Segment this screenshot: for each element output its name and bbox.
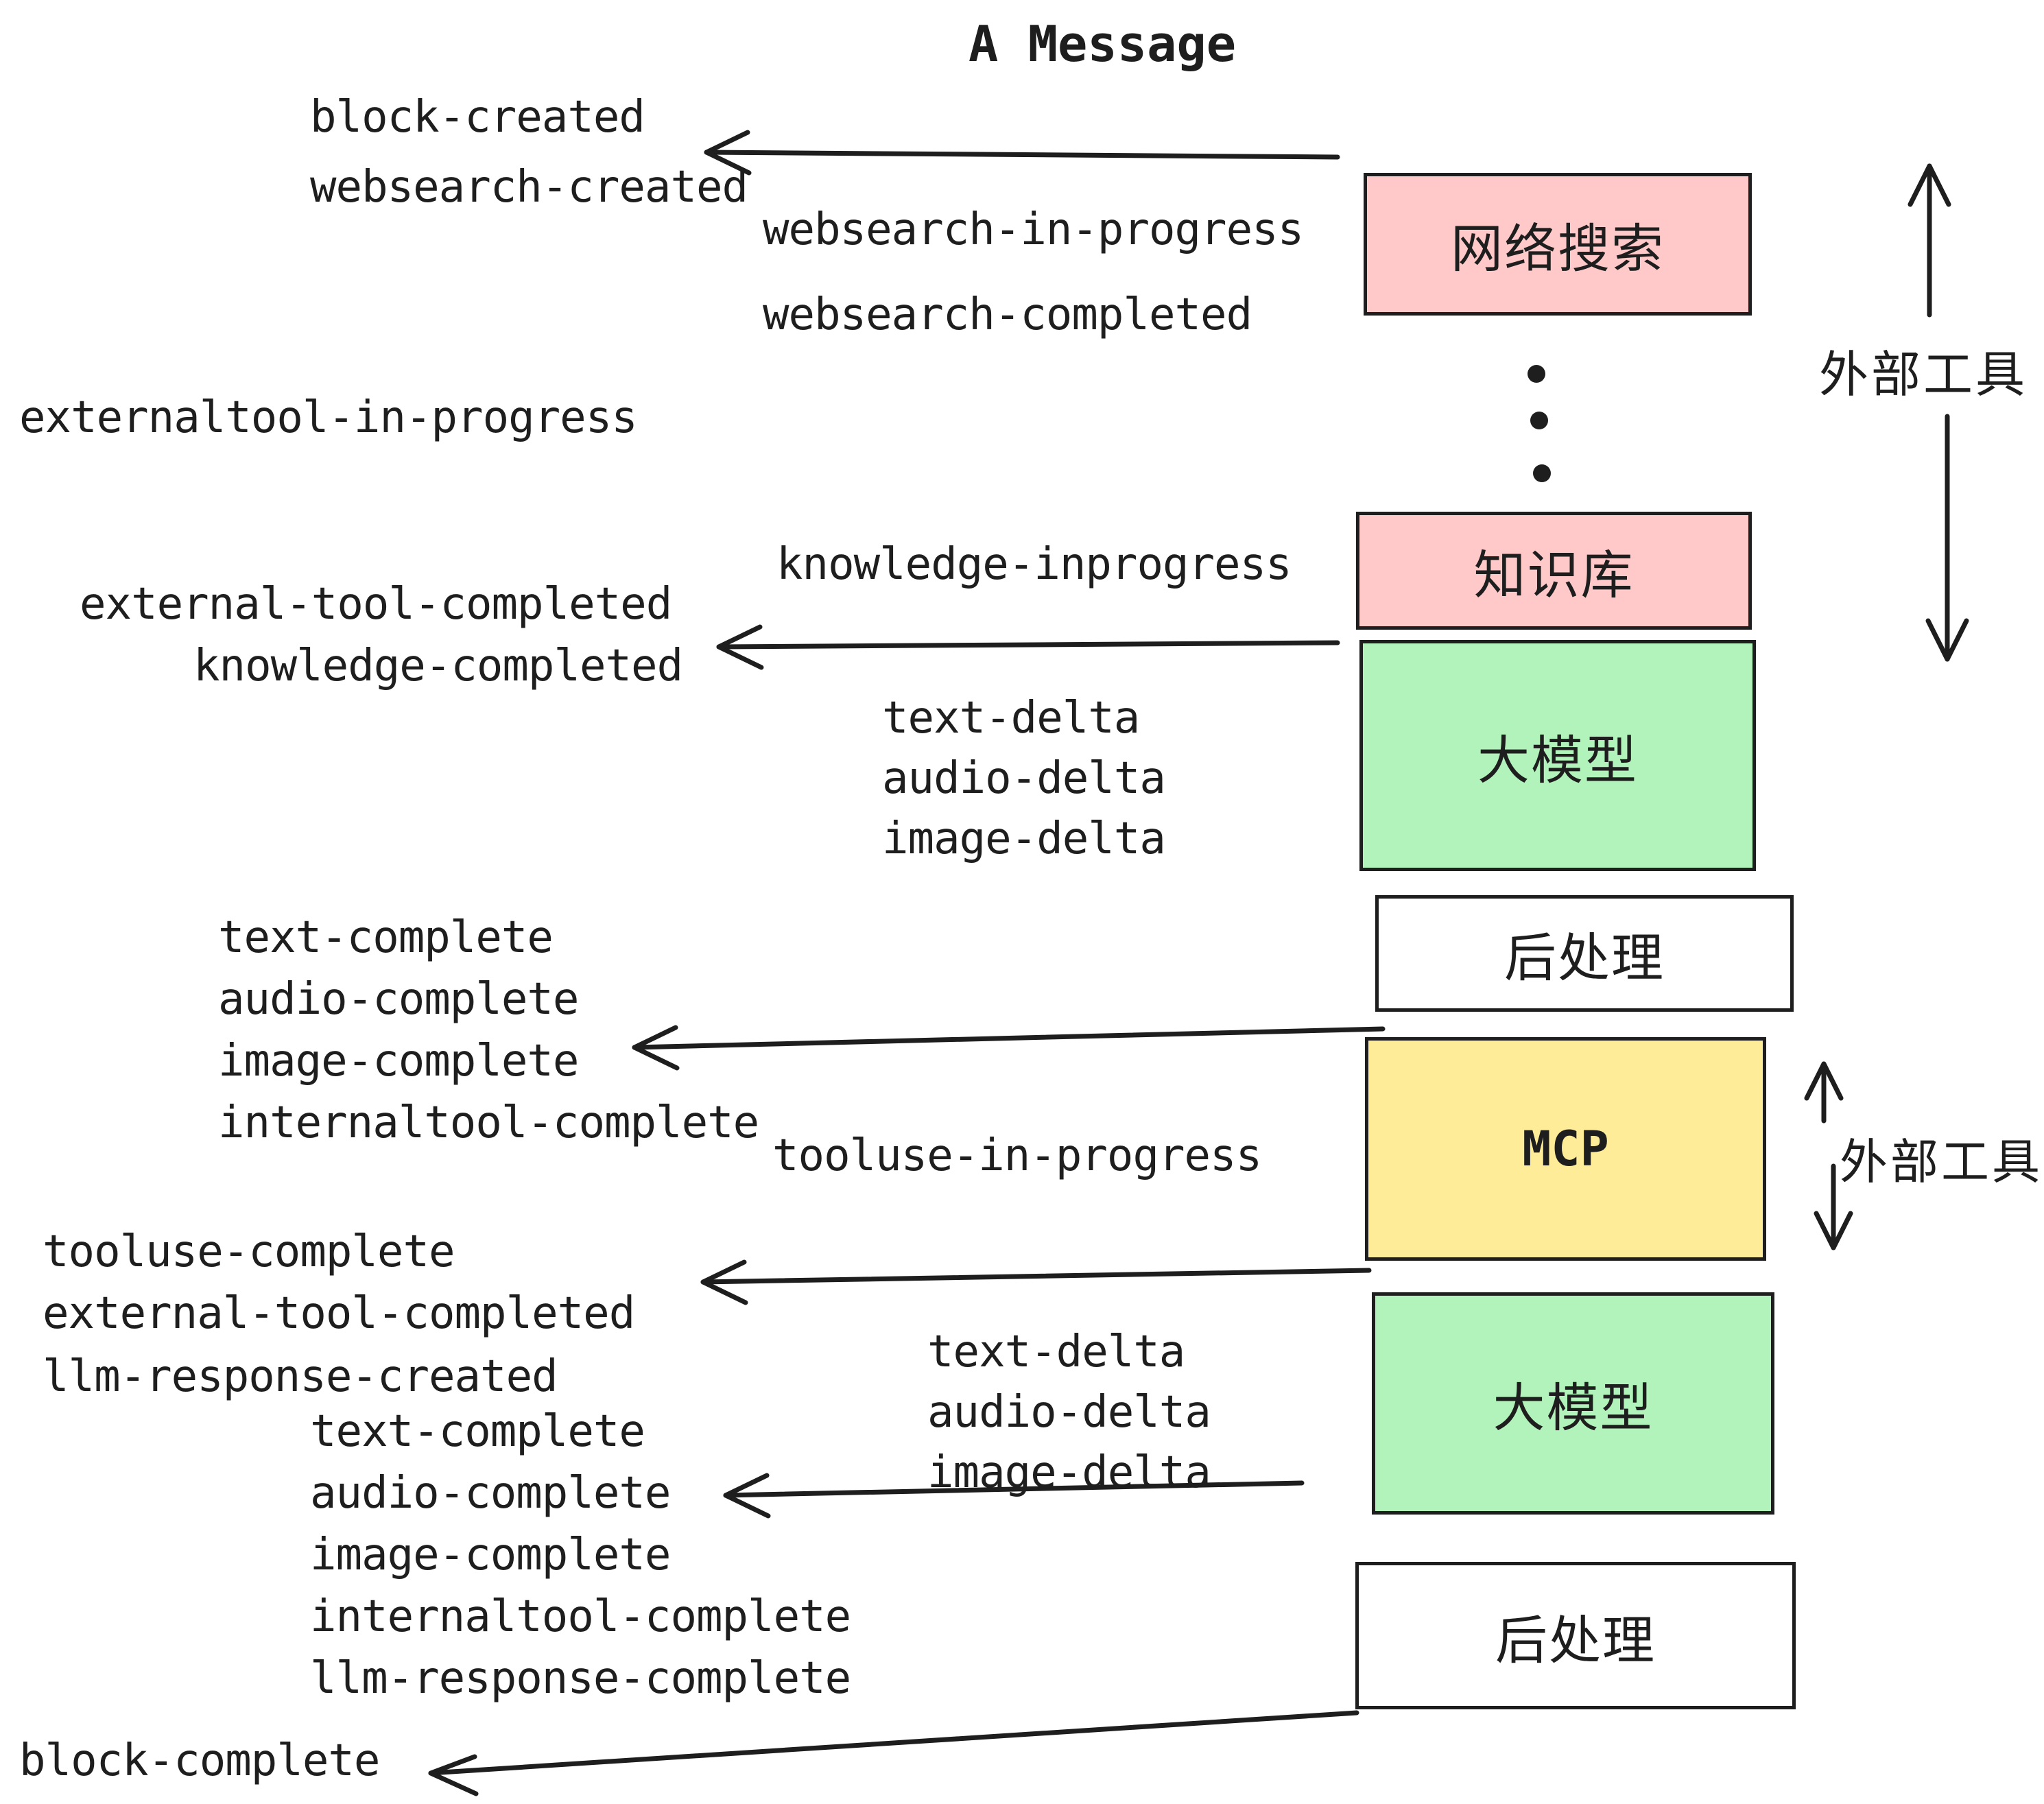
event-externaltool-in-progress: externaltool-in-progress xyxy=(19,392,638,443)
box-postprocess-1-label: 后处理 xyxy=(1504,929,1665,988)
arrow-image-complete xyxy=(632,1025,1386,1071)
event-image-delta: image-delta xyxy=(882,814,1166,864)
box-llm-2-label: 大模型 xyxy=(1493,1379,1654,1438)
box-mcp-label: MCP xyxy=(1522,1121,1609,1177)
event-internaltool-complete-2: internaltool-complete xyxy=(310,1591,851,1642)
event-knowledge-inprogress: knowledge-inprogress xyxy=(776,539,1292,590)
external-tools-label-mcp: 外部工具 xyxy=(1840,1135,2043,1189)
box-mcp: MCP xyxy=(1365,1037,1766,1261)
event-image-complete-2: image-complete xyxy=(310,1530,671,1580)
event-knowledge-completed: knowledge-completed xyxy=(193,641,683,691)
event-llm-response-complete: llm-response-complete xyxy=(310,1653,851,1704)
event-text-delta-2: text-delta xyxy=(927,1327,1185,1377)
diagram-title: A Message xyxy=(968,15,1237,73)
event-block-created: block-created xyxy=(310,92,645,143)
event-audio-complete: audio-complete xyxy=(218,974,579,1025)
event-external-tool-completed: external-tool-completed xyxy=(80,579,672,630)
arrow-block-complete xyxy=(428,1710,1359,1796)
box-llm-2: 大模型 xyxy=(1372,1292,1774,1515)
event-image-delta-2: image-delta xyxy=(927,1447,1211,1498)
box-postprocess-2: 后处理 xyxy=(1355,1562,1796,1709)
box-llm-1: 大模型 xyxy=(1359,640,1756,871)
event-text-complete-2: text-complete xyxy=(310,1406,645,1457)
box-websearch: 网络搜索 xyxy=(1364,173,1752,316)
event-websearch-completed: websearch-completed xyxy=(763,289,1252,340)
box-postprocess-1: 后处理 xyxy=(1375,895,1794,1012)
arrow-knowledge-completed xyxy=(716,624,1340,670)
event-internaltool-complete: internaltool-complete xyxy=(218,1097,759,1148)
event-block-complete: block-complete xyxy=(19,1735,380,1786)
vertical-ellipsis-icon xyxy=(1528,365,1551,482)
event-websearch-created: websearch-created xyxy=(310,162,748,213)
event-tooluse-in-progress: tooluse-in-progress xyxy=(772,1130,1262,1181)
event-audio-delta-2: audio-delta xyxy=(927,1387,1211,1438)
external-tools-span-arrow-mcp xyxy=(1804,1061,1853,1250)
box-postprocess-2-label: 后处理 xyxy=(1495,1611,1656,1670)
event-text-delta: text-delta xyxy=(882,693,1140,744)
box-websearch-label: 网络搜索 xyxy=(1451,220,1665,278)
event-image-complete: image-complete xyxy=(218,1036,579,1087)
event-audio-delta: audio-delta xyxy=(882,753,1166,804)
event-tooluse-complete: tooluse-complete xyxy=(43,1226,455,1277)
arrow-tooluse-complete xyxy=(700,1259,1372,1305)
event-audio-complete-2: audio-complete xyxy=(310,1468,671,1519)
arrow-block-created xyxy=(704,130,1340,176)
box-knowledge: 知识库 xyxy=(1356,512,1752,630)
event-text-complete: text-complete xyxy=(218,912,554,963)
box-llm-1-label: 大模型 xyxy=(1477,731,1638,790)
external-tools-span-arrow-top xyxy=(1908,163,1969,662)
event-external-tool-completed-2: external-tool-completed xyxy=(43,1288,635,1339)
arrow-audio-complete xyxy=(723,1473,1305,1519)
external-tools-label-top: 外部工具 xyxy=(1819,348,2028,403)
box-knowledge-label: 知识库 xyxy=(1473,547,1635,605)
event-websearch-in-progress: websearch-in-progress xyxy=(763,204,1304,255)
event-llm-response-created: llm-response-created xyxy=(43,1351,558,1402)
